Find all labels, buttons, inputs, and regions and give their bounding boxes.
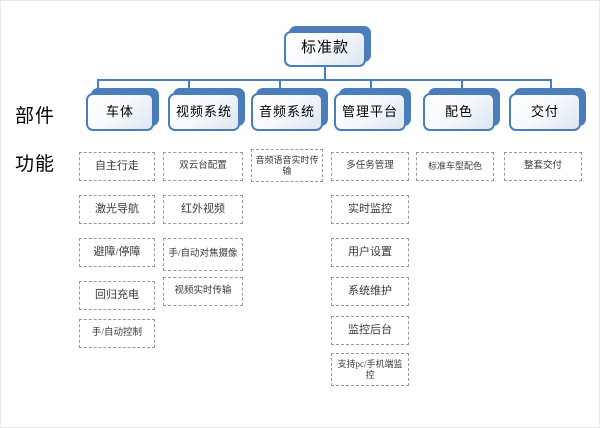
connector-drop-5 xyxy=(461,79,463,94)
node-component-3-face: 音频系统 xyxy=(251,93,323,131)
connector-drop-3 xyxy=(279,79,281,94)
function-box[interactable]: 视频实时传输 xyxy=(163,277,243,306)
function-box[interactable]: 监控后台 xyxy=(331,316,409,345)
node-component-5-face: 配色 xyxy=(423,93,495,131)
node-component-5-label: 配色 xyxy=(444,103,473,119)
row-label-functions: 功能 xyxy=(15,154,56,175)
node-component-6-face: 交付 xyxy=(509,93,581,131)
function-box[interactable]: 手/自动控制 xyxy=(79,319,155,348)
node-component-1-label: 车体 xyxy=(105,103,134,119)
function-box[interactable]: 用户设置 xyxy=(331,238,409,267)
connector-drop-1 xyxy=(97,79,99,94)
function-box[interactable]: 实时监控 xyxy=(331,195,409,224)
connector-root-stem xyxy=(324,67,326,80)
node-component-3[interactable]: 音频系统 xyxy=(251,88,328,131)
node-component-6[interactable]: 交付 xyxy=(509,88,586,131)
connector-horizontal-bus xyxy=(97,79,552,81)
node-component-5[interactable]: 配色 xyxy=(423,88,500,131)
function-box[interactable]: 系统维护 xyxy=(331,277,409,306)
node-component-2[interactable]: 视频系统 xyxy=(168,88,245,131)
function-box[interactable]: 激光导航 xyxy=(79,195,155,224)
function-box[interactable]: 红外视频 xyxy=(163,195,243,224)
function-box[interactable]: 避障/停障 xyxy=(79,238,155,267)
connector-drop-4 xyxy=(370,79,372,94)
function-box[interactable]: 自主行走 xyxy=(79,152,155,181)
connector-drop-6 xyxy=(550,79,552,94)
node-component-1-face: 车体 xyxy=(86,93,154,131)
node-component-2-label: 视频系统 xyxy=(175,103,232,119)
node-root-label: 标准款 xyxy=(300,40,349,57)
function-box[interactable]: 音频语音实时传输 xyxy=(251,149,323,182)
function-box[interactable]: 支持pc/手机端监控 xyxy=(331,353,409,386)
node-component-4[interactable]: 管理平台 xyxy=(334,88,411,131)
node-component-4-label: 管理平台 xyxy=(341,103,398,119)
node-component-6-label: 交付 xyxy=(530,103,559,119)
function-box[interactable]: 手/自动对焦摄像 xyxy=(163,238,243,271)
function-box[interactable]: 双云台配置 xyxy=(163,152,243,181)
function-box[interactable]: 回归充电 xyxy=(79,281,155,310)
node-component-4-face: 管理平台 xyxy=(334,93,406,131)
connector-drop-2 xyxy=(188,79,190,94)
node-root[interactable]: 标准款 xyxy=(284,26,371,67)
function-box[interactable]: 标准车型配色 xyxy=(416,152,494,181)
function-box[interactable]: 整套交付 xyxy=(504,152,582,181)
node-root-face: 标准款 xyxy=(284,31,366,67)
row-label-components: 部件 xyxy=(15,106,56,127)
function-box[interactable]: 多任务管理 xyxy=(331,152,409,181)
node-component-1[interactable]: 车体 xyxy=(86,88,159,131)
node-component-2-face: 视频系统 xyxy=(168,93,240,131)
node-component-3-label: 音频系统 xyxy=(258,103,315,119)
